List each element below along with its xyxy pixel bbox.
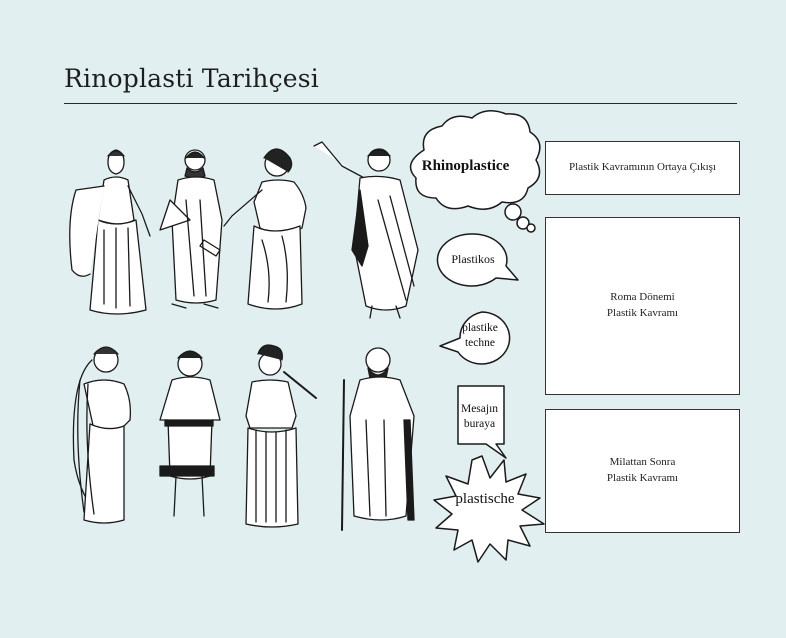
page-title: Rinoplasti Tarihçesi bbox=[64, 64, 320, 93]
greek-woman-icon bbox=[69, 149, 151, 315]
text-box-line: Plastik Kavramı bbox=[606, 307, 679, 319]
text-box-line: Plastik Kavramı bbox=[606, 472, 679, 484]
greek-man-scroll-icon bbox=[159, 149, 223, 309]
cloud-bubble-text: Rhinoplastice bbox=[421, 158, 510, 174]
oval-bubble-text: Plastikos bbox=[451, 252, 495, 266]
small-oval-speech-bubble bbox=[439, 311, 511, 365]
text-box-line: Milattan Sonra bbox=[609, 456, 676, 469]
rect-bubble-text: Mesajın buraya bbox=[452, 402, 507, 432]
greek-woman-flute-icon bbox=[245, 344, 317, 528]
burst-bubble-text: plastische bbox=[455, 491, 515, 507]
small-oval-bubble-text: plastike techne bbox=[450, 321, 510, 351]
burst-speech-bubble bbox=[433, 455, 545, 563]
cloud-thought-bubble bbox=[409, 110, 541, 210]
greek-woman-veil-icon bbox=[72, 346, 132, 524]
title-divider bbox=[64, 103, 737, 104]
cloud-dot-mid bbox=[516, 216, 530, 230]
rect-speech-bubble bbox=[457, 385, 507, 459]
rect-line-1: Mesajın bbox=[460, 403, 499, 415]
greek-elder-staff-icon bbox=[341, 347, 415, 531]
text-box-plastic-concept-origin[interactable]: Plastik Kavramının Ortaya Çıkışı bbox=[545, 141, 740, 195]
text-box-line: Plastik Kavramının Ortaya Çıkışı bbox=[569, 161, 716, 174]
small-oval-line-1: plastike bbox=[462, 322, 498, 334]
greek-orator-icon bbox=[313, 141, 419, 319]
text-box-after-christ[interactable]: Milattan Sonra Plastik Kavramı bbox=[545, 409, 740, 533]
text-box-line: Roma Dönemi bbox=[610, 291, 675, 304]
rect-line-2: buraya bbox=[463, 417, 496, 430]
greek-young-man-icon bbox=[159, 350, 221, 517]
text-box-roman-period[interactable]: Roma Dönemi Plastik Kavramı bbox=[545, 217, 740, 395]
small-oval-line-2: techne bbox=[464, 336, 495, 349]
cloud-dot-small bbox=[526, 223, 536, 233]
oval-speech-bubble bbox=[436, 233, 519, 287]
greek-woman-draped-icon bbox=[223, 148, 307, 310]
cloud-dot-large bbox=[504, 203, 522, 221]
